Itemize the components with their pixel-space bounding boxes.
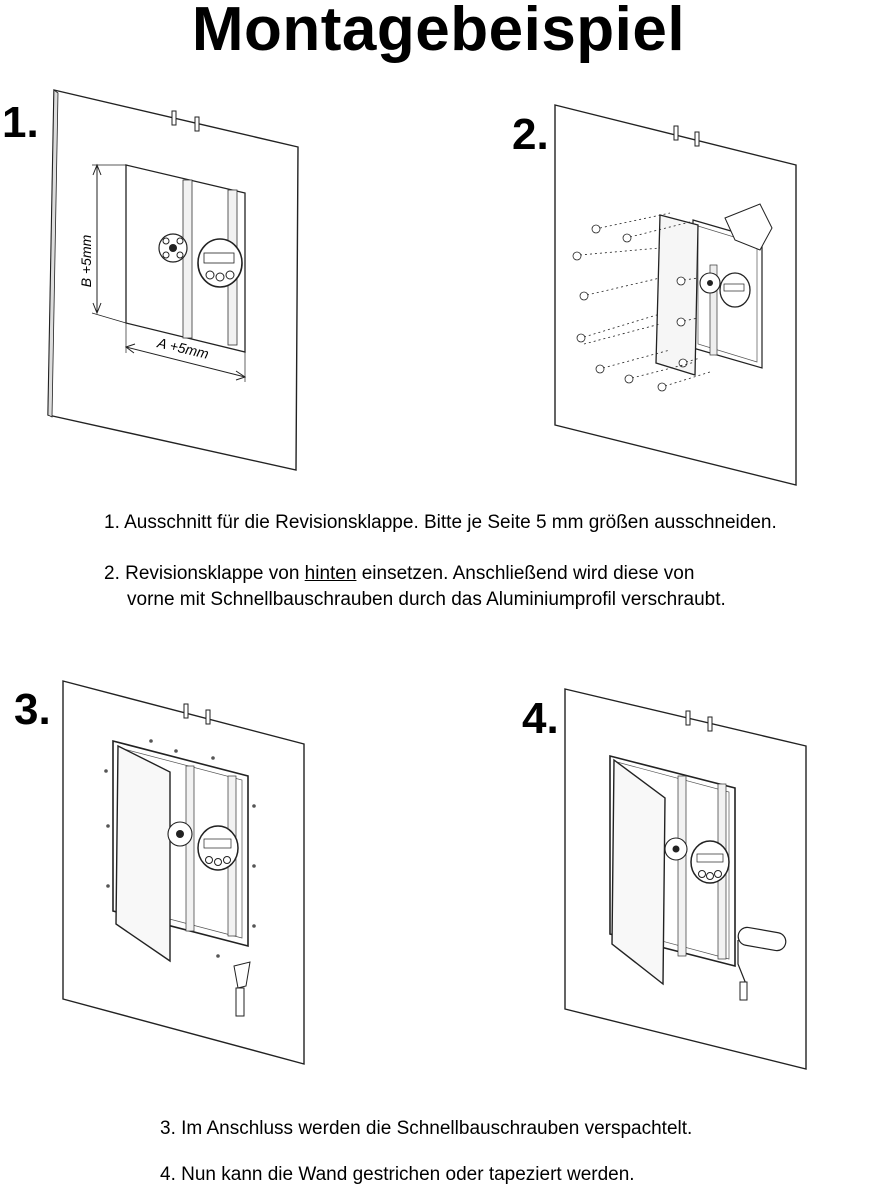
spatula-icon [233,961,251,1017]
water-meter-icon [197,238,243,288]
screw-icons [572,212,711,392]
figure-2-number: 2. [512,110,549,159]
page-title: Montagebeispiel [191,0,686,64]
step-4-text: 4. Nun kann die Wand gestrichen oder tap… [160,1164,635,1185]
step-2-text-post: einsetzen. Anschließend wird diese von [356,563,695,584]
figure-3-fill-screws [58,676,310,1068]
figure-1-cutout: B +5mm A +5mm [40,85,305,475]
figure-4-paint-wall [560,684,812,1074]
step-2-text-pre: 2. Revisionsklappe von [104,563,305,584]
step-3-text: 3. Im Anschluss werden die Schnellbausch… [160,1118,693,1139]
dimension-height-label: B +5mm [78,234,94,287]
figure-4-number: 4. [522,694,559,743]
valve-wheel-icon [158,233,188,263]
step-2-text: 2. Revisionsklappe von hinten einsetzen.… [104,561,694,587]
paint-roller-icon [737,926,787,1001]
figure-1-number: 1. [2,98,39,147]
step-1-text: 1. Ausschnitt für die Revisionsklappe. B… [104,512,777,533]
step-2-text-line2: vorne mit Schnellbauschrauben durch das … [127,589,726,610]
figure-2-insert-from-back [550,100,805,490]
step-2-underlined-word: hinten [304,563,357,584]
figure-3-number: 3. [14,685,51,734]
